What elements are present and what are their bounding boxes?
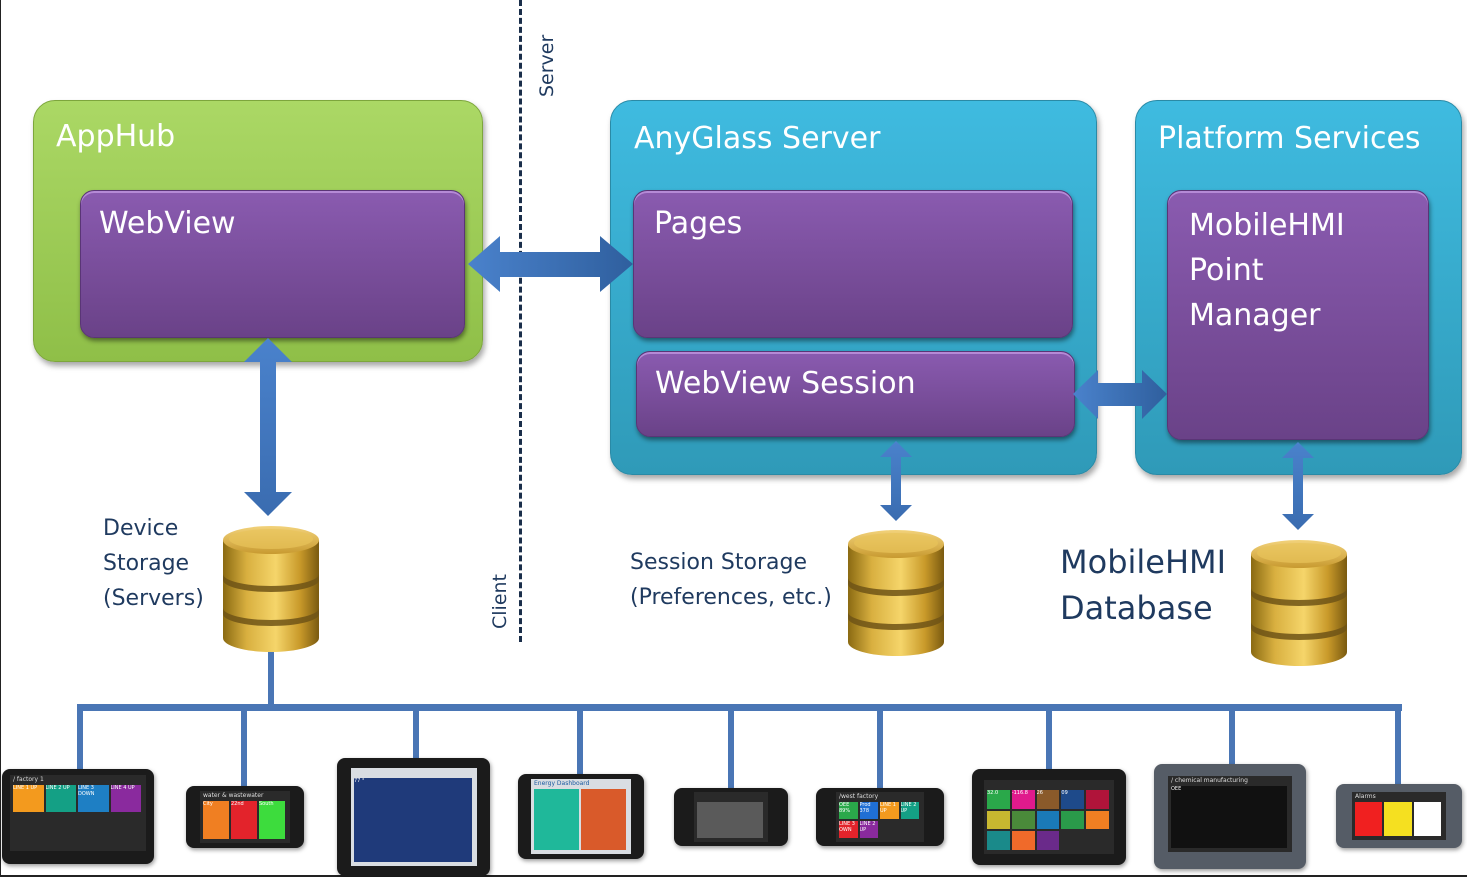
webview-device-storage-arrow: [244, 338, 292, 516]
bus-drop-line: [1046, 708, 1052, 769]
device-screen: Energy Dashboard: [531, 779, 631, 854]
session-storage-arrow: [880, 441, 912, 521]
bus-drop-line: [1395, 708, 1401, 784]
device-tile: [1086, 790, 1109, 809]
bus-drop-line: [728, 708, 734, 788]
session-storage-database-icon: [848, 530, 944, 656]
device-iphone[interactable]: [674, 788, 788, 846]
device-tile: LINE 2 UP: [859, 821, 878, 838]
device-bus-drops: [77, 708, 1401, 788]
mobilehmi-database-icon: [1251, 540, 1347, 666]
device-ipad[interactable]: 77 °: [337, 758, 490, 876]
frame-bottom-border: [0, 875, 1467, 877]
device-screen-title: / factory 1: [13, 776, 44, 783]
device-screen: [694, 792, 768, 842]
client-server-boundary: [519, 0, 522, 642]
pages-title: Pages: [654, 206, 743, 241]
webview-session-component[interactable]: WebView Session: [636, 351, 1075, 437]
device-tile: LINE 1 UP: [13, 785, 44, 813]
webview-pages-arrow: [468, 236, 633, 292]
device-tile: [534, 789, 579, 850]
device-tile: 22nd: [231, 801, 257, 839]
pages-component[interactable]: Pages: [633, 190, 1073, 338]
device-screen: 77 °: [351, 768, 477, 866]
bus-drop-line: [77, 708, 83, 769]
session-pointmanager-arrow: [1073, 370, 1167, 419]
device-tile: 77 °: [354, 778, 472, 862]
bus-drop-line: [413, 708, 419, 758]
device-tile: LINE 4 UP: [110, 785, 141, 813]
webview-title: WebView: [99, 206, 236, 241]
bus-drop-line: [877, 708, 883, 788]
device-tile: [1086, 810, 1109, 830]
device-tile: OEE 89%: [839, 802, 858, 819]
device-tile: City: [203, 801, 229, 839]
device-tile: South: [259, 801, 285, 839]
device-screen-title: /west factory: [839, 793, 879, 800]
device-tile: [1384, 802, 1412, 836]
bus-drop-line: [241, 708, 247, 786]
platform-services-title: Platform Services: [1158, 121, 1421, 156]
point-manager-component[interactable]: MobileHMI Point Manager: [1167, 190, 1429, 440]
device-tile: LINE 3 DOWN: [78, 785, 109, 813]
device-screen-title: Energy Dashboard: [534, 780, 590, 787]
point-manager-title: MobileHMI Point Manager: [1189, 208, 1345, 333]
device-tile: [1011, 810, 1035, 830]
device-tile: [697, 802, 763, 838]
device-tile: [1355, 802, 1383, 836]
device-ipad-mini[interactable]: Energy Dashboard: [518, 774, 644, 859]
device-tile: [987, 831, 1010, 850]
device-screen-title: water & wastewater: [203, 792, 264, 799]
bus-drop-line: [1229, 708, 1235, 764]
device-tile: LINE 2 UP: [900, 802, 919, 819]
device-tile: [1036, 810, 1060, 830]
device-tile: Prod 378: [859, 802, 878, 819]
device-tile: LINE 2 UP: [45, 785, 76, 813]
device-screen-title: Alarms: [1355, 793, 1376, 800]
device-tile: [1036, 831, 1060, 850]
device-screen: Alarms: [1352, 792, 1446, 840]
frame-left-border: [0, 0, 1, 877]
device-bus: [77, 704, 1402, 711]
bus-drop-line: [577, 708, 583, 774]
device-tile: LINE 3 OWN: [839, 821, 858, 838]
session-storage-label: Session Storage (Preferences, etc.): [630, 550, 832, 610]
device-tile: [987, 810, 1010, 830]
apphub-title: AppHub: [56, 119, 176, 154]
device-storage-bus-stem: [268, 652, 274, 708]
device-tile: -116.8: [1011, 790, 1035, 809]
device-tile: [1413, 802, 1441, 836]
device-tile: 32.0: [987, 790, 1010, 809]
device-tile: 26: [1036, 790, 1060, 809]
device-tile: OEE: [1171, 786, 1287, 848]
webview-component[interactable]: WebView: [80, 190, 465, 338]
mobilehmi-database-label: MobileHMI Database: [1060, 543, 1227, 627]
device-storage-label: Device Storage (Servers): [103, 516, 204, 611]
device-tile: LINE 1 UP: [880, 802, 899, 819]
device-storage-database-icon: [223, 526, 319, 652]
device-screen-title: / chemical manufacturing: [1171, 777, 1248, 784]
device-tile: [1061, 810, 1085, 830]
webview-session-title: WebView Session: [655, 366, 916, 401]
device-tile: [1011, 831, 1035, 850]
device-tile: 09: [1061, 790, 1085, 809]
device-tile: [581, 789, 626, 850]
device-android-phone[interactable]: Alarms: [1336, 784, 1462, 848]
pointmanager-database-arrow: [1282, 442, 1314, 530]
anyglass-server-title: AnyGlass Server: [634, 121, 881, 156]
